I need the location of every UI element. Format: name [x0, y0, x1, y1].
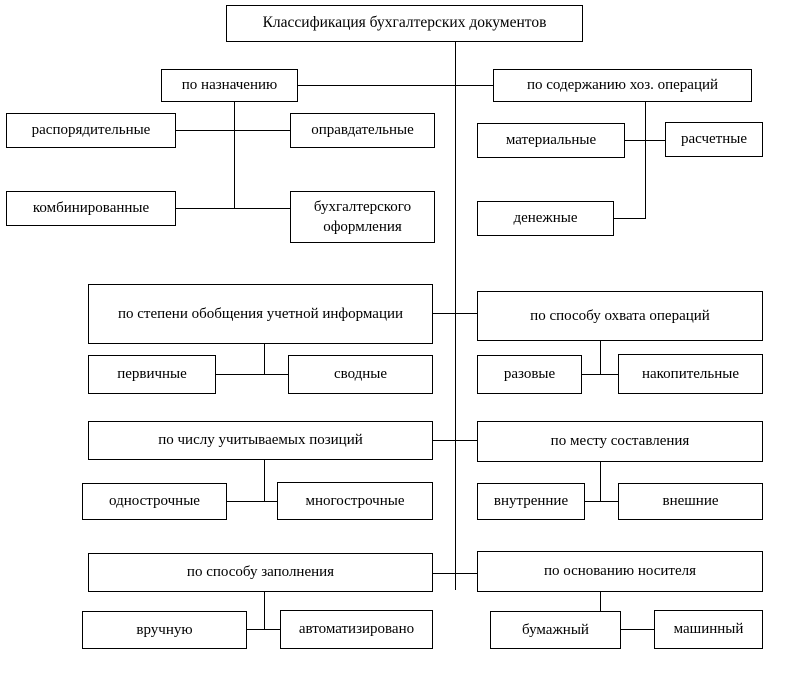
node-pervichnye[interactable]: первичные	[88, 355, 216, 394]
node-kombinirovannye[interactable]: комбинированные	[6, 191, 176, 226]
node-opravdatelnye[interactable]: оправдательные	[290, 113, 435, 148]
connector-po-soderzhaniyu-drop	[645, 101, 646, 219]
connector-spine-to-po-mestu	[455, 440, 477, 441]
node-raschetnye[interactable]: расчетные	[665, 122, 763, 157]
node-header-po-naznacheniyu[interactable]: по назначению	[161, 69, 298, 102]
node-denezhnye[interactable]: денежные	[477, 201, 614, 236]
node-vneshnie[interactable]: внешние	[618, 483, 763, 520]
connector-po-sposobu-ohvata-drop	[600, 340, 601, 375]
node-nakopitelnye[interactable]: накопительные	[618, 354, 763, 394]
connector-root-spine	[455, 41, 456, 590]
connector-po-osnovaniyu-drop	[600, 591, 601, 630]
node-vnutrennie[interactable]: внутренние	[477, 483, 585, 520]
connector-po-sposobu-zapolneniya-drop	[264, 592, 265, 630]
connector-spine-to-po-soderzhaniyu	[455, 85, 493, 86]
connector-spine-to-po-sposobu-zapolneniya	[433, 573, 456, 574]
node-buhgalterskogo-oformleniya[interactable]: бухгалтерского оформления	[290, 191, 435, 243]
connector-po-stepeni-drop	[264, 344, 265, 375]
node-materialnye[interactable]: материальные	[477, 123, 625, 158]
node-svodnye[interactable]: сводные	[288, 355, 433, 394]
node-avtomatizirovano[interactable]: автоматизировано	[280, 610, 433, 649]
node-mashinnyy[interactable]: машинный	[654, 610, 763, 649]
node-header-po-mestu-sostavleniya[interactable]: по месту составления	[477, 421, 763, 462]
node-header-po-soderzhaniyu[interactable]: по содержанию хоз. операций	[493, 69, 752, 102]
connector-pervichnye-svodnye	[216, 374, 288, 375]
node-header-po-osnovaniyu-nositelya[interactable]: по основанию носителя	[477, 551, 763, 592]
connector-razovye-nakopitelnye	[582, 374, 618, 375]
node-vruchnuyu[interactable]: вручную	[82, 611, 247, 649]
connector-materialnye-raschetnye	[625, 140, 665, 141]
connector-vruchnuyu-avtomatizirovano	[247, 629, 280, 630]
connector-spine-to-po-naznacheniyu	[298, 85, 456, 86]
connector-spine-to-po-osnovaniyu	[455, 573, 477, 574]
node-header-po-sposobu-ohvata[interactable]: по способу охвата операций	[477, 291, 763, 341]
connector-spine-to-po-stepeni	[433, 313, 456, 314]
connector-denezhnye-to-drop	[614, 218, 646, 219]
node-mnogostrochnye[interactable]: многострочные	[277, 482, 433, 520]
connector-row1-left	[176, 130, 291, 131]
connector-vnutrennie-vneshnie	[585, 501, 618, 502]
node-header-po-sposobu-zapolneniya[interactable]: по способу заполнения	[88, 553, 433, 592]
node-bumazhnyy[interactable]: бумажный	[490, 611, 621, 649]
connector-row2-left	[176, 208, 291, 209]
connector-spine-to-po-sposobu-ohvata	[455, 313, 477, 314]
connector-odnostrochnye-mnogostrochnye	[227, 501, 277, 502]
node-header-po-chislu-pozitsiy[interactable]: по числу учитываемых позиций	[88, 421, 433, 460]
node-odnostrochnye[interactable]: однострочные	[82, 483, 227, 520]
connector-po-naznacheniyu-drop	[234, 101, 235, 208]
node-root-title[interactable]: Классификация бухгалтерских документов	[226, 5, 583, 42]
node-razovye[interactable]: разовые	[477, 355, 582, 394]
connector-po-mestu-drop	[600, 462, 601, 502]
connector-spine-to-po-chislu	[433, 440, 456, 441]
node-rasporyaditelnye[interactable]: распорядительные	[6, 113, 176, 148]
connector-po-chislu-drop	[264, 460, 265, 502]
node-header-po-stepeni-obobshcheniya[interactable]: по степени обобщения учетной информации	[88, 284, 433, 344]
